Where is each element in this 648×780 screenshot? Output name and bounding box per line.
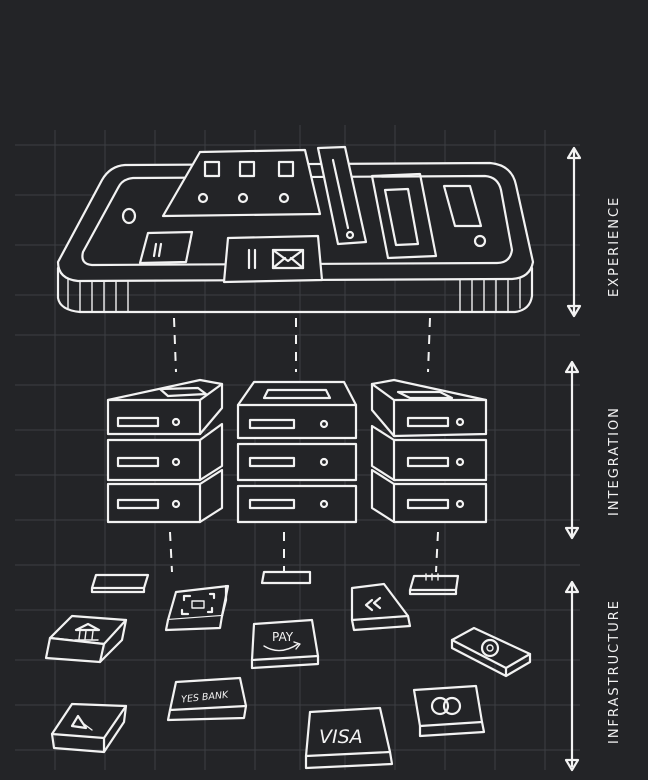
slider-card bbox=[316, 145, 368, 246]
triangle-tile bbox=[50, 702, 128, 754]
integration-label: INTEGRATION bbox=[607, 406, 622, 516]
image-card bbox=[138, 230, 194, 265]
message-card bbox=[222, 234, 324, 284]
infrastructure-arrow bbox=[564, 580, 580, 772]
experience-label: EXPERIENCE bbox=[607, 196, 622, 297]
experience-arrow bbox=[566, 146, 582, 318]
settings-tile bbox=[450, 626, 532, 678]
scan-qr-tile bbox=[164, 584, 230, 632]
card-network-tile bbox=[412, 684, 486, 738]
infrastructure-label: INFRASTRUCTURE bbox=[607, 599, 622, 744]
server-stack-left bbox=[106, 378, 224, 524]
pay-label: PAY bbox=[272, 630, 294, 644]
yes-bank-tile: YES BANK bbox=[166, 676, 248, 722]
server-stack-right bbox=[370, 378, 488, 524]
visa-label: VISA bbox=[319, 726, 363, 748]
experience-connectors bbox=[173, 317, 431, 373]
yes-bank-label: YES BANK bbox=[181, 690, 230, 706]
bank-building-tile bbox=[44, 614, 128, 664]
visa-tile: VISA bbox=[304, 706, 394, 770]
app-grid-card bbox=[161, 148, 322, 218]
server-stack-center bbox=[236, 380, 358, 524]
pay-tile: PAY bbox=[250, 618, 320, 670]
integration-arrow bbox=[564, 360, 580, 540]
input-field-card bbox=[442, 184, 483, 228]
integration-connectors bbox=[169, 531, 439, 573]
rewind-tile bbox=[350, 582, 412, 632]
form-field-card bbox=[370, 172, 438, 260]
connector-plinths bbox=[90, 570, 460, 596]
